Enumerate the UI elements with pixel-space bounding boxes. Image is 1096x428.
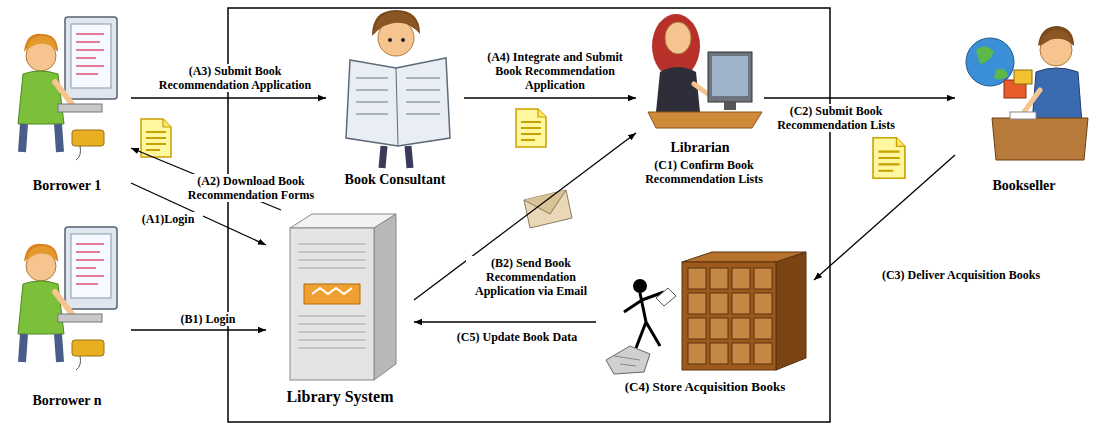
shelf-cell [688, 268, 706, 289]
actor-box: Bookseller [955, 15, 1093, 194]
shelf-cell [754, 343, 772, 364]
flow-arrow [414, 133, 636, 300]
flow-label: (A4) Integrate and Submit Book Recommend… [476, 50, 634, 92]
node-name: Borrower 1 [3, 178, 131, 194]
actor-box: Borrower n [3, 215, 131, 409]
flow-label: (A1)Login [133, 212, 203, 226]
flow-label: (C5) Update Book Data [442, 330, 592, 344]
shelf-cell [732, 318, 750, 339]
actor-box: Librarian [636, 8, 764, 156]
shelf-cell [754, 268, 772, 289]
flow-arrow [131, 97, 326, 98]
node-name: Book Consultant [326, 172, 464, 188]
flow-arrow [764, 97, 955, 98]
shelf-figure [606, 252, 806, 374]
node-name: Library System [266, 388, 414, 406]
flow-arrow [414, 321, 596, 322]
borrower-figure [18, 227, 117, 370]
shelf-cell [732, 268, 750, 289]
server-figure [290, 214, 396, 380]
shelf-cell [732, 343, 750, 364]
envelope-icon [524, 190, 572, 228]
node-name: Bookseller [955, 178, 1093, 194]
shelf-cell [710, 268, 728, 289]
flow-label: (A2) Download Book Recommendation Forms [176, 174, 326, 202]
flow-label: (B2) Send Book Recommendation Applicatio… [466, 256, 596, 298]
borrower-figure [18, 17, 117, 160]
actor-box: Borrower 1 [3, 8, 131, 194]
actor-box: Book Consultant [326, 8, 464, 188]
shelf-cell [732, 293, 750, 314]
shelf-cell [688, 293, 706, 314]
flow-label: (A3) Submit Book Recommendation Applicat… [145, 64, 325, 92]
shelf-cell [710, 293, 728, 314]
shelf-cell [688, 343, 706, 364]
document-icon [873, 138, 905, 178]
shelf-cell [754, 318, 772, 339]
shelf-cell [710, 343, 728, 364]
flow-arrow [131, 329, 266, 330]
flow-label: (C2) Submit Book Recommendation Lists [766, 104, 906, 132]
bookseller-figure [966, 26, 1088, 160]
flow-arrow [814, 155, 955, 280]
flow-label: (C3) Deliver Acquisition Books [866, 268, 1056, 282]
node-name: Borrower n [3, 393, 131, 409]
shelf-cell [688, 318, 706, 339]
document-icon [516, 109, 546, 147]
shelf-cell [710, 318, 728, 339]
document-icon [141, 119, 171, 157]
consultant-figure [346, 10, 450, 168]
flow-label: (B1) Login [170, 312, 246, 326]
librarian-figure [648, 14, 762, 128]
step-label: (C1) Confirm Book Recommendation Lists [618, 158, 790, 186]
shelf-cell [754, 293, 772, 314]
storage-box: (C4) Store Acquisition Books [596, 250, 814, 395]
node-name: Librarian [636, 140, 764, 156]
system-box: Library System [266, 210, 414, 406]
flow-arrow [464, 97, 636, 98]
node-name: (C4) Store Acquisition Books [596, 380, 814, 395]
